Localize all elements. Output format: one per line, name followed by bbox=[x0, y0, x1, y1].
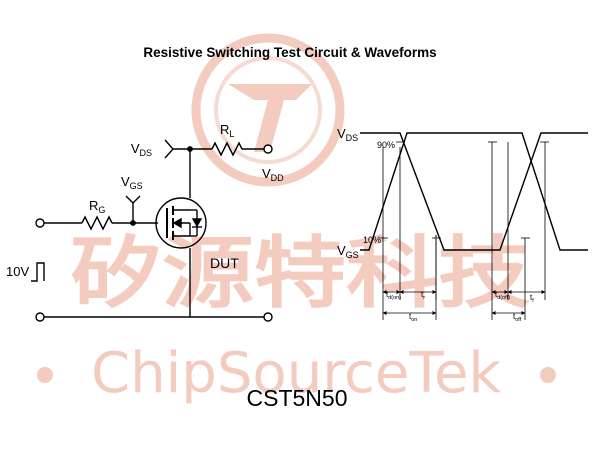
dut-label: DUT bbox=[210, 255, 239, 271]
vdd-terminal bbox=[263, 144, 273, 154]
watermark-logo bbox=[191, 33, 345, 187]
ton-label: ton bbox=[409, 312, 417, 323]
source-voltage-label: 10V bbox=[6, 264, 29, 279]
drain-node bbox=[187, 146, 193, 152]
rl-resistor bbox=[211, 141, 243, 157]
circuit-labels: 10V RG VGS VDS RL VDD DUT bbox=[6, 122, 284, 279]
input-terminal-top bbox=[35, 218, 45, 228]
toff-label: toff bbox=[513, 312, 522, 323]
ground-terminal bbox=[263, 312, 273, 322]
test-circuit bbox=[31, 139, 273, 322]
watermark-dot-left bbox=[37, 367, 53, 383]
watermark: 矽源特科技 ChipSourceTek bbox=[37, 33, 556, 406]
level-90-percent: 90% bbox=[377, 140, 395, 150]
waveforms bbox=[360, 132, 588, 320]
pulse-source-symbol bbox=[31, 262, 45, 282]
page-title: Resistive Switching Test Circuit & Wavef… bbox=[143, 45, 436, 60]
tr-label: tr bbox=[421, 290, 425, 301]
vdd-label: VDD bbox=[262, 166, 284, 183]
td-on-label: td(on) bbox=[386, 290, 401, 301]
input-terminal-bottom bbox=[35, 312, 45, 322]
vds-waveform bbox=[360, 132, 588, 251]
level-ticks bbox=[379, 141, 549, 239]
vgs-label-waveform: VGS bbox=[337, 243, 359, 260]
waveform-labels: VDS VGS 90% 10% td(on) tr ton td(off) tf… bbox=[337, 126, 534, 323]
rg-label: RG bbox=[89, 198, 105, 215]
tf-label: tf bbox=[530, 293, 534, 304]
watermark-english-text: ChipSourceTek bbox=[91, 341, 502, 406]
rg-resistor bbox=[81, 215, 113, 231]
level-10-percent: 10% bbox=[363, 235, 381, 245]
vds-label-waveform: VDS bbox=[337, 126, 358, 143]
watermark-dot-right bbox=[540, 367, 556, 383]
vds-label-circuit: VDS bbox=[131, 141, 152, 158]
timing-dimension-arrows bbox=[382, 290, 546, 315]
part-number: CST5N50 bbox=[247, 385, 348, 411]
rl-label: RL bbox=[220, 122, 234, 139]
vgs-label: VGS bbox=[121, 174, 143, 191]
mosfet-symbol bbox=[155, 197, 207, 249]
vgs-waveform bbox=[360, 132, 588, 251]
watermark-chinese-text: 矽源特科技 bbox=[70, 229, 530, 319]
td-off-label: td(off) bbox=[495, 290, 510, 301]
